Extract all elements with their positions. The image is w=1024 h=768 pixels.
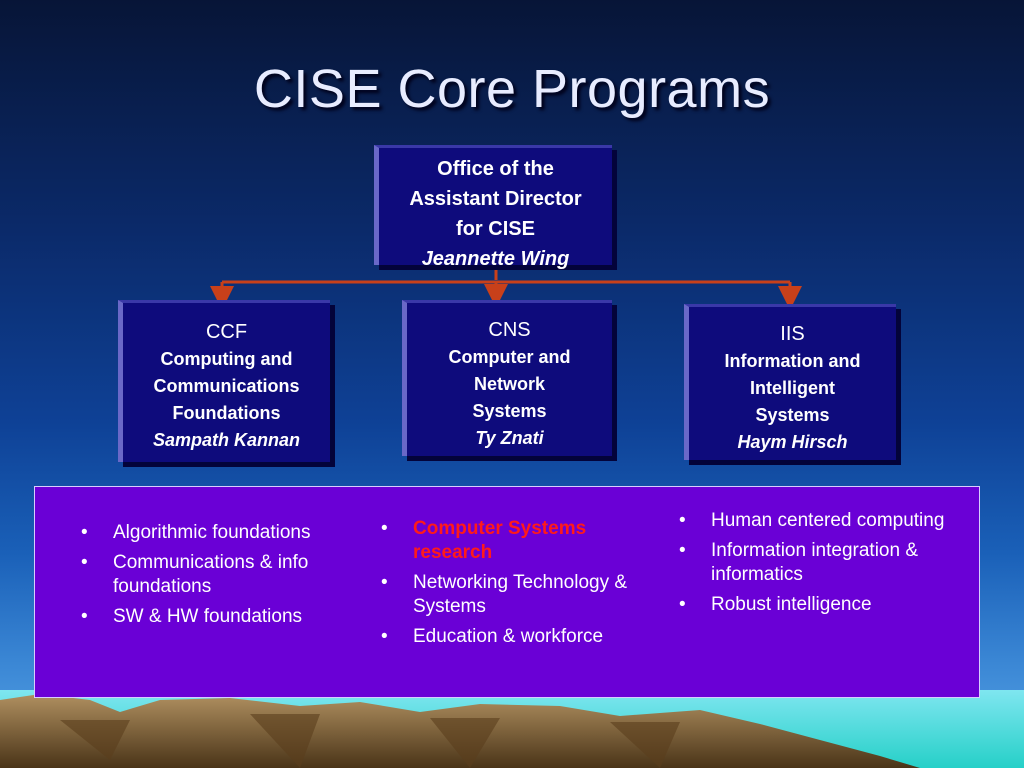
top-line-2: Assistant Director xyxy=(409,188,582,210)
bullet-icon: • xyxy=(381,572,388,593)
program-item: • Networking Technology & Systems xyxy=(373,571,653,619)
division-box-iis: IIS Information and Intelligent Systems … xyxy=(684,304,896,460)
program-text: Human centered computing xyxy=(711,510,945,531)
division-name-line: Network xyxy=(473,374,545,394)
division-name-line: Systems xyxy=(755,405,830,425)
program-panel: • Algorithmic foundations • Communications… xyxy=(34,486,980,698)
top-person: Jeannette Wing xyxy=(421,248,570,270)
division-name-line: Communications xyxy=(153,376,300,396)
program-item: • Information integration & informatics xyxy=(671,539,971,587)
program-item: • Human centered computing xyxy=(671,509,971,533)
division-abbr: IIS xyxy=(780,323,805,345)
bullet-icon: • xyxy=(381,518,388,539)
program-item: • Communications & info foundations xyxy=(73,551,323,599)
program-text: Algorithmic foundations xyxy=(113,522,311,543)
bullet-icon: • xyxy=(81,552,88,573)
division-person: Ty Znati xyxy=(475,428,544,448)
program-item: • SW & HW foundations xyxy=(73,605,323,629)
program-item: • Robust intelligence xyxy=(671,593,971,617)
program-text: Networking Technology & Systems xyxy=(413,572,628,617)
bullet-icon: • xyxy=(679,594,686,615)
page-title: CISE Core Programs xyxy=(253,59,771,119)
program-text: SW & HW foundations xyxy=(113,606,303,627)
division-abbr: CNS xyxy=(488,319,531,341)
top-line-3: for CISE xyxy=(456,218,535,240)
program-item: • Algorithmic foundations xyxy=(73,521,323,545)
program-item-highlighted: • Computer Systems research xyxy=(373,517,653,565)
program-text: Education & workforce xyxy=(413,626,604,647)
top-line-1: Office of the xyxy=(437,158,554,180)
division-person: Haym Hirsch xyxy=(737,432,848,452)
division-name-line: Computer and xyxy=(448,347,571,367)
bullet-icon: • xyxy=(81,522,88,543)
bullet-icon: • xyxy=(81,606,88,627)
division-abbr: CCF xyxy=(205,321,248,343)
division-name-line: Information and xyxy=(724,351,861,371)
division-box-ccf: CCF Computing and Communications Foundat… xyxy=(118,300,330,462)
bullet-icon: • xyxy=(679,510,686,531)
assistant-director-box: Office of the Assistant Director for CIS… xyxy=(374,145,612,270)
bullet-icon: • xyxy=(679,540,686,561)
program-list-cns: • Computer Systems research • Networking T… xyxy=(373,517,653,655)
bullet-icon: • xyxy=(381,626,388,647)
program-item: • Education & workforce xyxy=(373,625,653,649)
division-name-line: Computing and xyxy=(160,349,293,369)
division-name-line: Foundations xyxy=(172,403,281,423)
program-text: Computer Systems research xyxy=(413,518,587,563)
division-person: Sampath Kannan xyxy=(152,430,301,450)
program-text: Communications & info foundations xyxy=(113,552,309,597)
program-list-iis: • Human centered computing • Information i… xyxy=(671,509,971,623)
program-list-ccf: • Algorithmic foundations • Communications… xyxy=(73,521,323,635)
division-name-line: Systems xyxy=(472,401,547,421)
division-name-line: Intelligent xyxy=(750,378,835,398)
program-text: Robust intelligence xyxy=(711,594,872,615)
division-box-cns: CNS Computer and Network Systems Ty Znat… xyxy=(402,300,612,456)
program-text: Information integration & informatics xyxy=(711,540,919,585)
